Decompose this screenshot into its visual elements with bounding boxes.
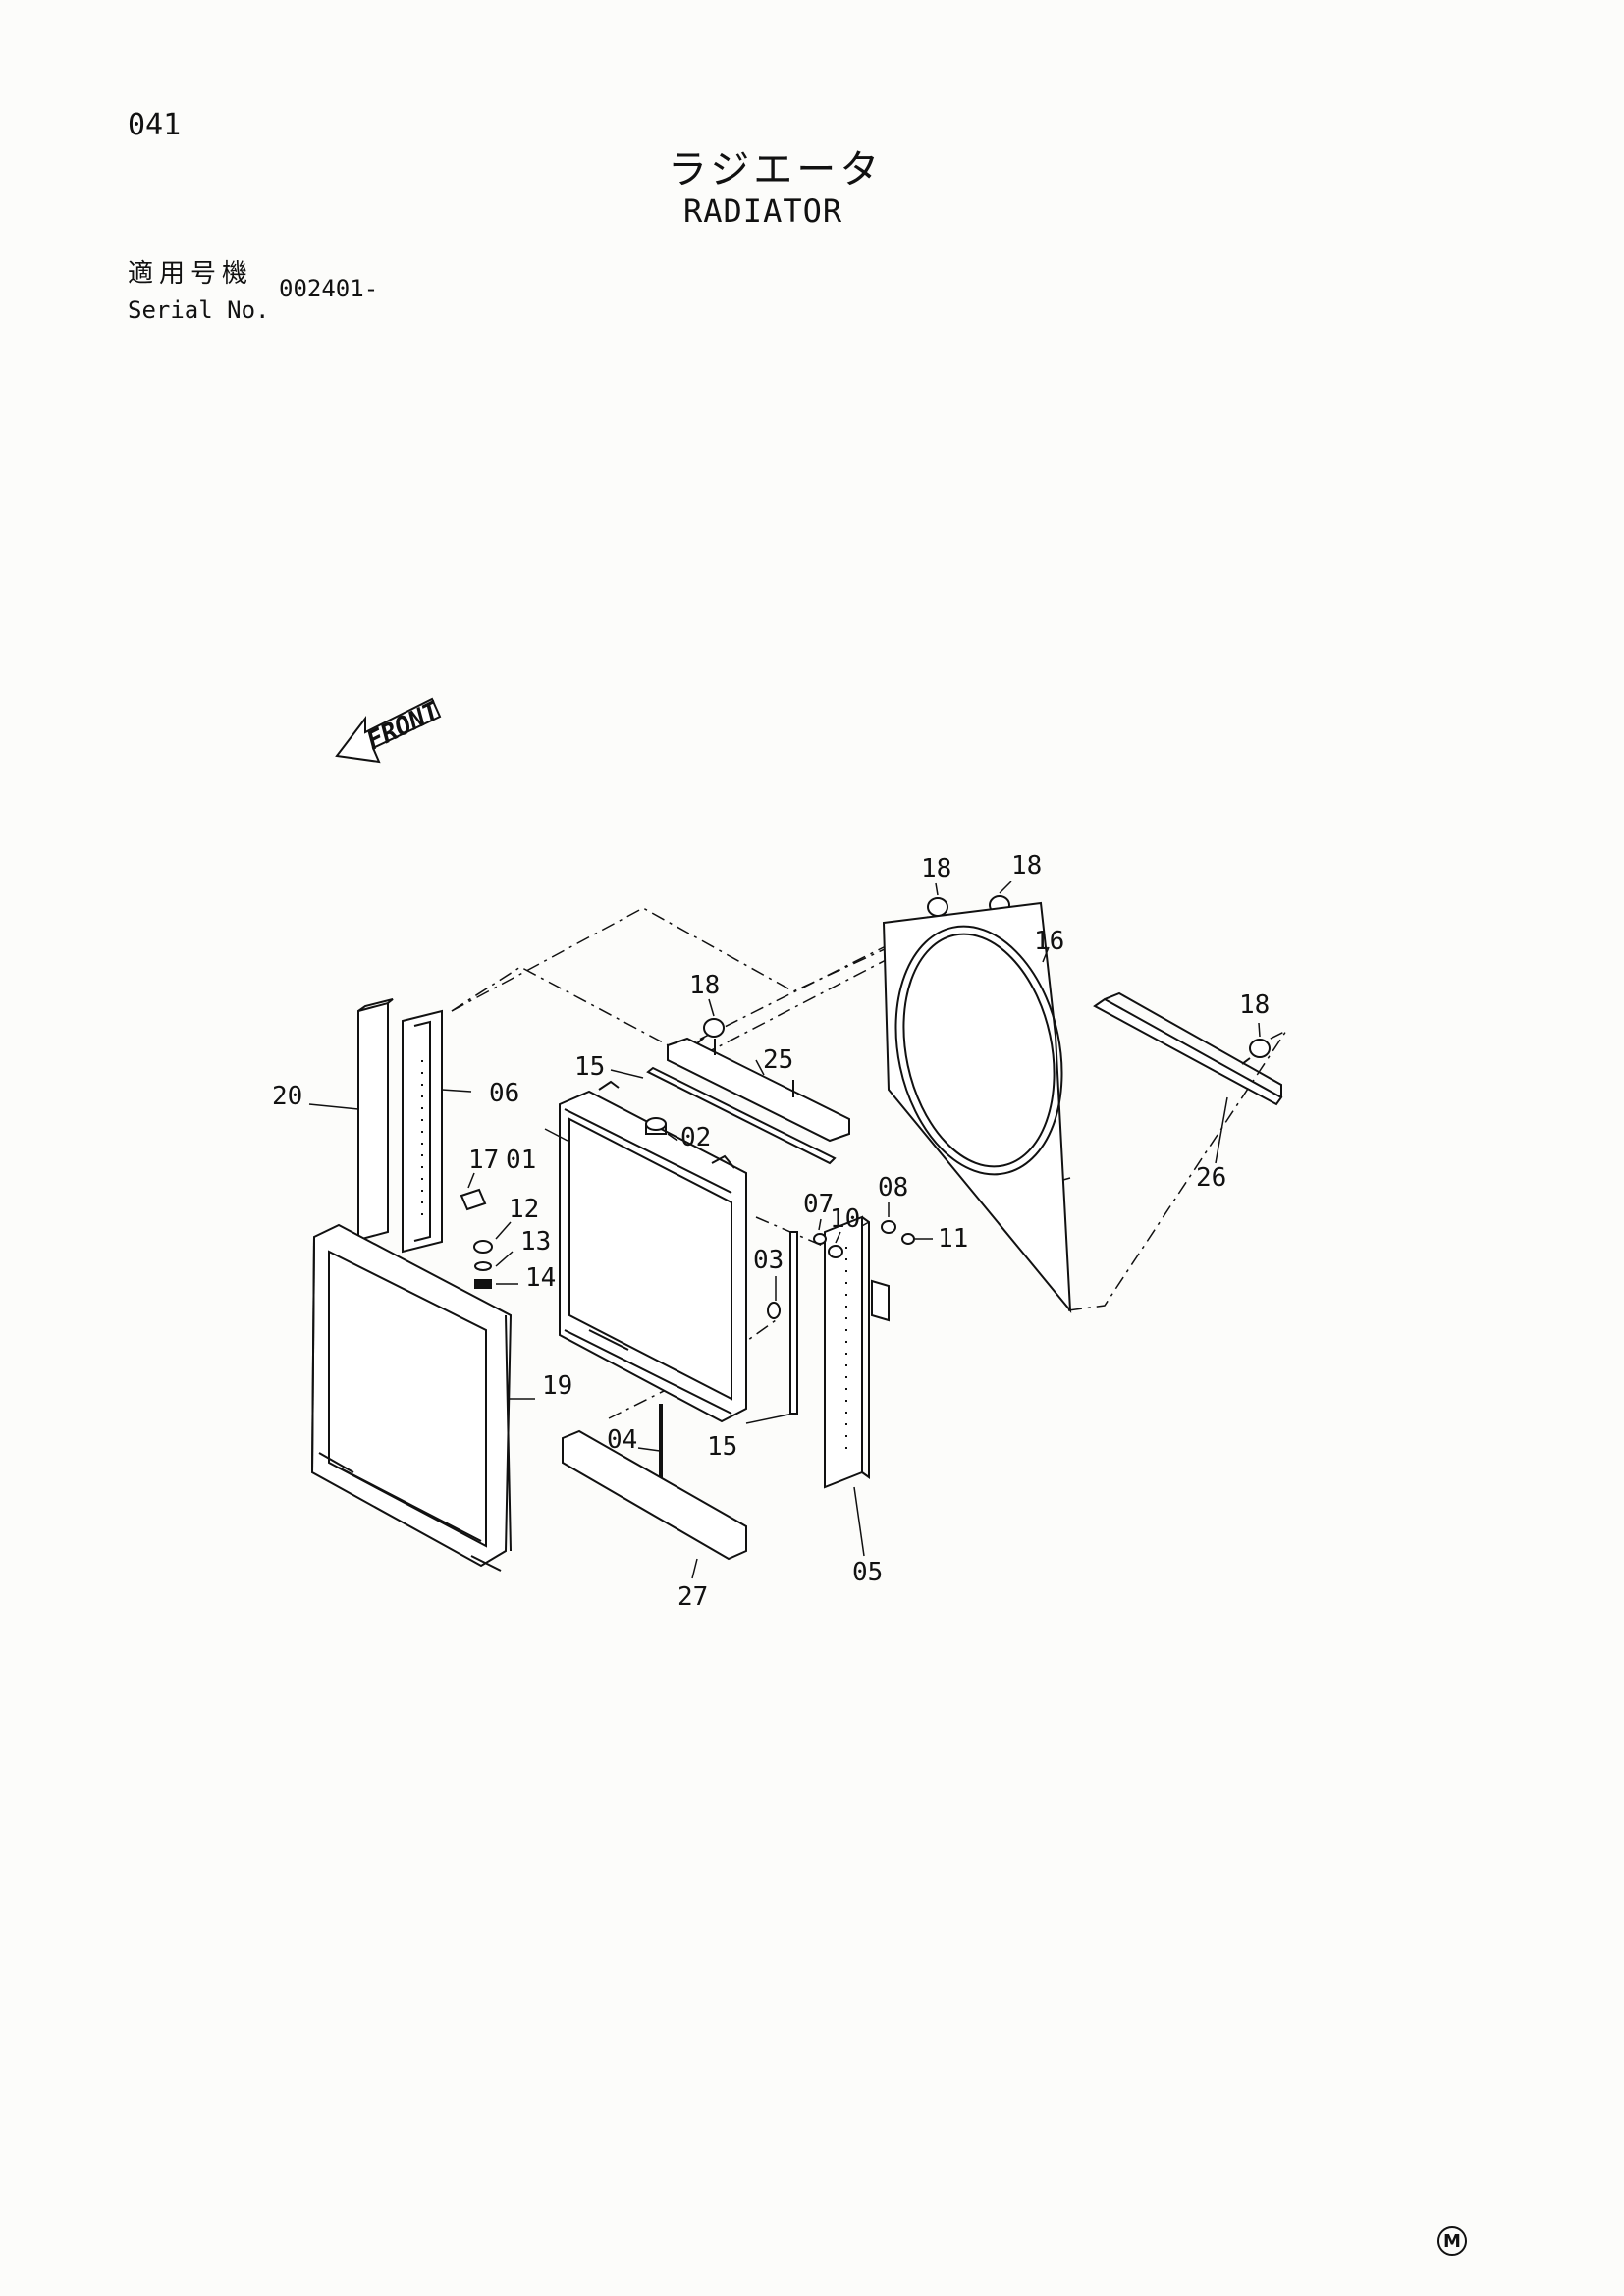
part-17-block [460, 1188, 487, 1211]
callout-26: 26 [1196, 1163, 1226, 1193]
part-15-seal-upper [646, 1066, 837, 1165]
callout-labels: 18 18 16 18 25 18 15 02 20 06 17 01 12 1… [272, 851, 1270, 1612]
part-06-side-bracket [402, 1009, 443, 1254]
callout-10: 10 [830, 1204, 860, 1234]
callout-15-a: 15 [574, 1052, 605, 1082]
part-02-cap [645, 1117, 667, 1135]
page-title-en: RADIATOR [683, 192, 843, 230]
front-label: FRONT [362, 696, 446, 757]
part-03-grommet [767, 1302, 781, 1319]
callout-13: 13 [520, 1227, 551, 1256]
part-20-seal-strip [357, 998, 394, 1242]
callout-27: 27 [677, 1582, 708, 1612]
page-number: 041 [128, 108, 182, 142]
callout-06: 06 [489, 1079, 519, 1108]
part-27-lower-strip [562, 1429, 747, 1561]
part-07-10-08-11-hardware [813, 1220, 915, 1258]
callout-20: 20 [272, 1082, 302, 1111]
callout-18-a: 18 [921, 854, 951, 883]
serial-label-jp: 適用号機 [128, 259, 254, 289]
callout-18-d: 18 [1239, 990, 1270, 1020]
callout-04: 04 [607, 1425, 637, 1455]
part-01-radiator-core [559, 1080, 747, 1423]
front-arrow-icon: FRONT [335, 696, 446, 764]
callout-03: 03 [753, 1246, 784, 1275]
part-05-side-bracket [824, 1215, 890, 1489]
serial-value: 002401- [279, 275, 379, 302]
callout-05: 05 [852, 1558, 883, 1587]
callout-25: 25 [763, 1045, 793, 1075]
callout-08: 08 [878, 1173, 908, 1202]
part-12-13-14-mount-stack [473, 1240, 493, 1289]
manufacturer-mark-icon: M [1437, 2226, 1467, 2256]
part-16-fan-shroud [882, 901, 1072, 1313]
part-15-seal-side [789, 1231, 798, 1415]
callout-01: 01 [506, 1146, 536, 1175]
part-26-angle-bracket [1093, 991, 1283, 1106]
callout-02: 02 [680, 1123, 711, 1152]
callout-18-c: 18 [689, 971, 720, 1000]
callout-16: 16 [1034, 927, 1064, 956]
callout-17: 17 [468, 1146, 499, 1175]
part-19-condenser-frame [310, 1223, 513, 1572]
leader-lines [308, 881, 1261, 1579]
serial-label-en: Serial No. [128, 296, 270, 324]
callout-07: 07 [803, 1190, 834, 1219]
part-25-top-channel [667, 1037, 850, 1143]
callout-12: 12 [509, 1195, 539, 1224]
callout-18-b: 18 [1011, 851, 1042, 881]
callout-15-b: 15 [707, 1432, 737, 1462]
callout-11: 11 [938, 1224, 968, 1254]
page-title-jp: ラジエータ [668, 147, 884, 192]
callout-19: 19 [542, 1371, 572, 1401]
callout-14: 14 [525, 1263, 556, 1293]
